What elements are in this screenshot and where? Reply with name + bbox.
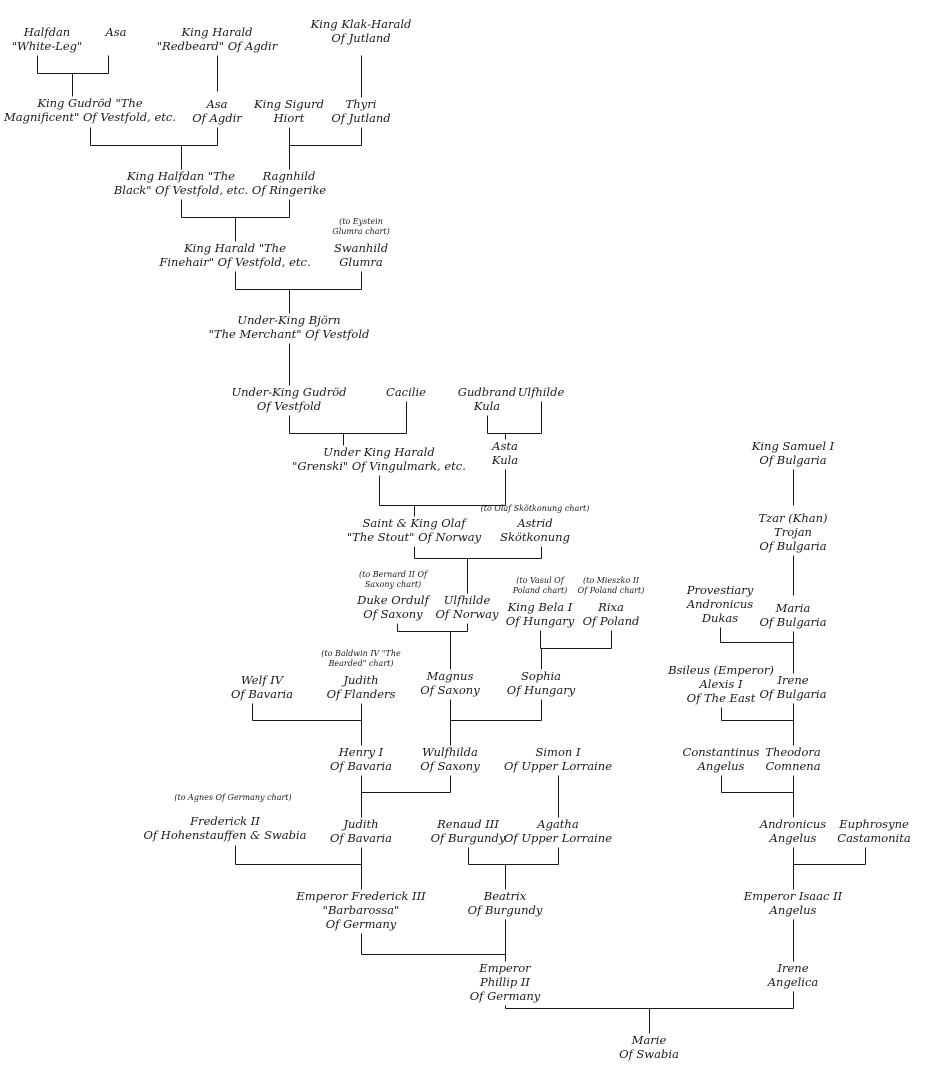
person-ulfhilde: Ulfhilde [517,385,565,399]
person-harald-redbeard: King Harald"Redbeard" Of Agdir [156,25,278,53]
person-asa: Asa [105,25,127,39]
person-cacilie: Cacilie [386,385,426,399]
person-barbarossa: Emperor Frederick III"Barbarossa"Of Germ… [296,889,426,931]
person-bjorn-merchant: Under-King Björn"The Merchant" Of Vestfo… [208,313,370,341]
person-harald-grenski: Under King Harald"Grenski" Of Vingulmark… [292,445,466,473]
note-olaf-skotkonung-chart: (to Olaf Skötkonung chart) [480,504,590,513]
person-olaf-stout: Saint & King Olaf"The Stout" Of Norway [346,516,482,544]
person-halfdan-white-leg: Halfdan"White-Leg" [11,25,83,53]
note-agnes-germany-chart: (to Agnes Of Germany chart) [174,793,292,802]
